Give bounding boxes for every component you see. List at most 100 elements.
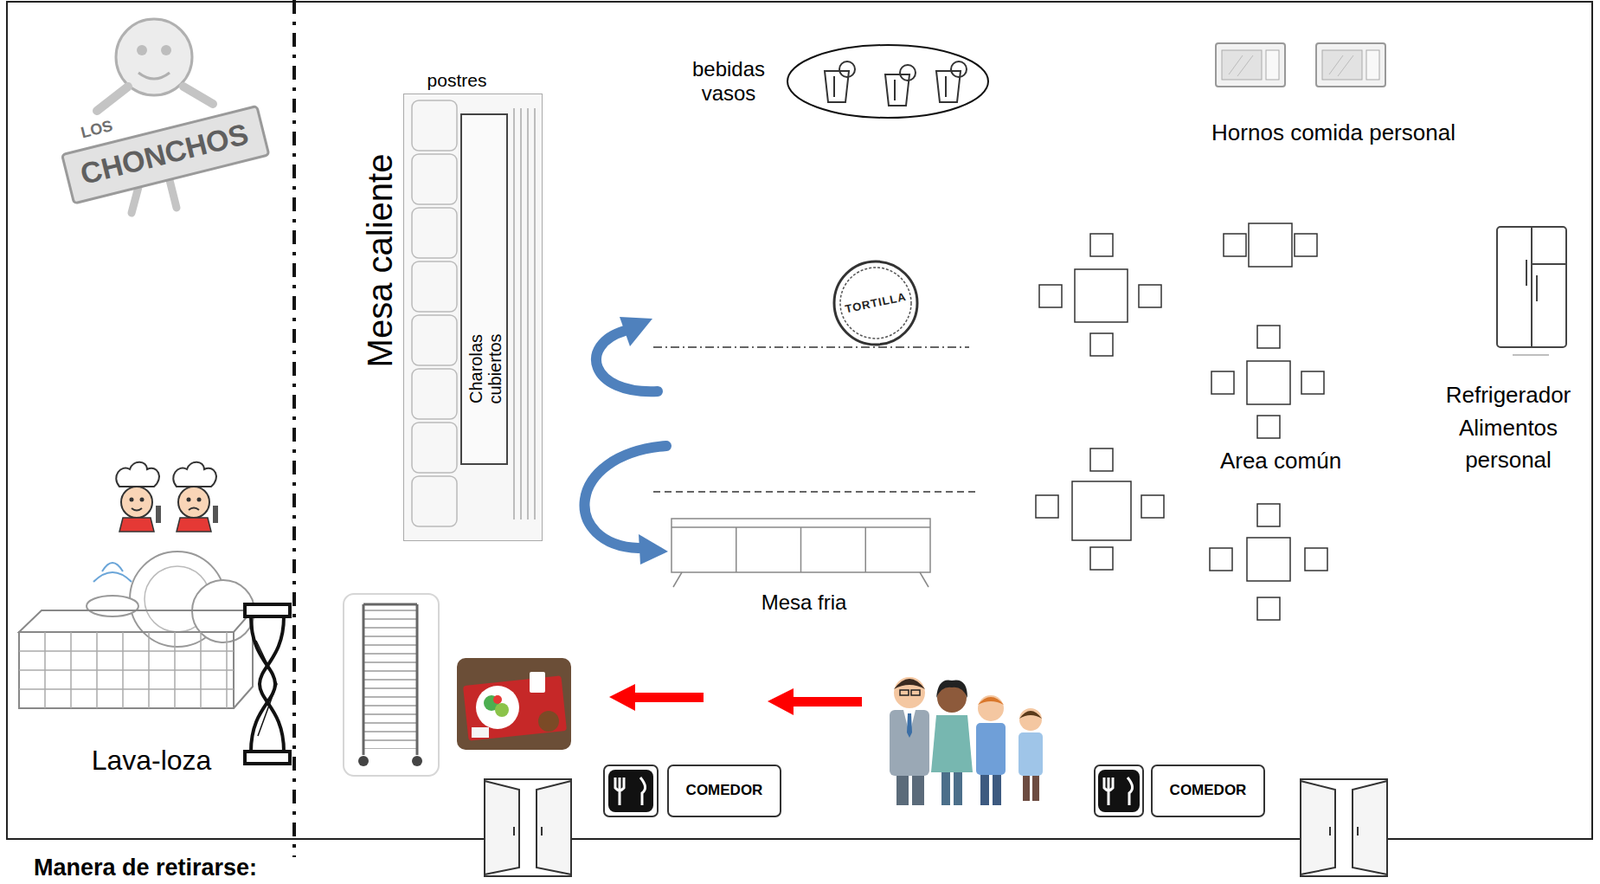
logo-figure xyxy=(138,72,170,79)
glasses-icons xyxy=(824,70,849,103)
flow-arrow xyxy=(584,445,667,548)
logo-text: LOS xyxy=(78,116,115,143)
refrigerator-icon xyxy=(1535,275,1538,302)
station-outline xyxy=(787,44,989,118)
chef-figures xyxy=(155,505,161,523)
dining-tables xyxy=(1223,233,1247,257)
dining-sign xyxy=(1098,769,1140,812)
chef-figures xyxy=(173,462,217,487)
pass-through-symbol xyxy=(244,751,290,764)
dining-sign xyxy=(640,777,646,805)
flow-arrow xyxy=(596,330,658,392)
dining-tables xyxy=(1090,448,1113,471)
section-label: postres xyxy=(427,69,488,91)
dish-rack xyxy=(86,595,139,617)
bench-outline xyxy=(671,518,931,587)
glasses-icons xyxy=(899,64,916,81)
people-group xyxy=(912,771,925,805)
tray-rack xyxy=(411,755,423,766)
people-group xyxy=(893,678,926,689)
dining-tables xyxy=(1072,481,1131,540)
microwave-icons xyxy=(1337,55,1354,77)
glasses-icons xyxy=(893,79,896,101)
dining-tables xyxy=(1294,233,1318,257)
stamp-ring xyxy=(840,267,912,339)
dining-tables xyxy=(1090,233,1113,257)
door-icon xyxy=(1300,778,1388,876)
bench-leg xyxy=(673,571,682,587)
tray-photo xyxy=(471,726,489,738)
cold-table: Mesa fria xyxy=(668,518,934,587)
dining-tables xyxy=(1090,333,1113,356)
microwave-icons xyxy=(1322,50,1363,80)
bench-leg xyxy=(919,571,929,587)
dining-tables xyxy=(1035,223,1328,620)
logo-figure xyxy=(96,86,129,111)
table-label: Mesa fria xyxy=(761,590,848,616)
drinks-station-outline xyxy=(785,43,990,120)
tray-rack xyxy=(358,755,369,766)
kitchen-divider xyxy=(294,0,296,857)
dish-rack xyxy=(19,650,234,689)
people-group xyxy=(936,679,968,698)
sign-text: COMEDOR xyxy=(684,781,765,799)
door-icon xyxy=(536,780,572,874)
logo-figure xyxy=(62,106,270,204)
people-group xyxy=(953,768,963,805)
hot-table-drawing xyxy=(411,422,457,473)
logo-figure xyxy=(136,44,148,56)
people-group xyxy=(889,676,1043,805)
tray-rack xyxy=(343,593,439,776)
people-group xyxy=(1022,771,1030,801)
pass-through-symbol xyxy=(244,604,290,764)
people-group xyxy=(896,771,909,805)
chef-figures xyxy=(115,462,160,487)
dish-rack xyxy=(19,610,253,632)
kitchen-divider xyxy=(292,0,296,857)
microwave-icons xyxy=(1237,55,1254,77)
people-group xyxy=(1019,707,1042,731)
room-outline xyxy=(6,1,1593,839)
people-group xyxy=(899,689,909,695)
glasses-icons xyxy=(885,74,910,106)
door-icon xyxy=(484,780,520,874)
refrigerator-icon xyxy=(1512,353,1549,356)
tray-rack xyxy=(416,604,419,755)
chef-figures xyxy=(173,462,219,532)
logo-figure xyxy=(183,86,213,104)
cold-line xyxy=(653,491,978,493)
microwave-icons xyxy=(1265,50,1279,80)
glasses-icons xyxy=(833,76,836,97)
hot-table-drawing xyxy=(403,93,543,541)
door-icon xyxy=(540,826,543,836)
tray-rack xyxy=(363,605,418,749)
dining-tables xyxy=(1257,325,1280,348)
dish-rack xyxy=(19,551,255,708)
hot-table-drawing xyxy=(461,114,508,464)
appliance-label: Refrigerador Alimentos personal xyxy=(1434,379,1582,477)
chef-figures xyxy=(176,517,212,532)
tortilla-stamp: TORTILLA xyxy=(832,259,919,347)
pass-through-symbol xyxy=(259,616,284,752)
dish-rack xyxy=(19,631,234,708)
chef-figures xyxy=(188,507,200,511)
pass-through-symbol xyxy=(250,616,276,752)
room-outline xyxy=(6,1,1593,839)
flow-arrow xyxy=(619,316,653,347)
chef-figures xyxy=(186,497,192,502)
door-icon xyxy=(1300,778,1388,876)
hot-table-drawing xyxy=(403,93,543,541)
exit-arrow xyxy=(609,683,862,715)
dining-tables xyxy=(1248,223,1292,267)
microwave-icons xyxy=(1215,43,1386,87)
tray-photo xyxy=(529,671,546,693)
exit-arrow xyxy=(790,696,862,707)
logo-figure xyxy=(62,19,270,213)
hot-table-drawing xyxy=(411,207,457,258)
hot-table-drawing xyxy=(513,108,515,520)
drinks-station: bebidas vasos xyxy=(785,43,990,120)
cold-table-outline xyxy=(668,518,934,587)
chef-figures xyxy=(178,486,210,518)
people-group xyxy=(1032,771,1040,801)
tortilla-line xyxy=(653,346,970,348)
